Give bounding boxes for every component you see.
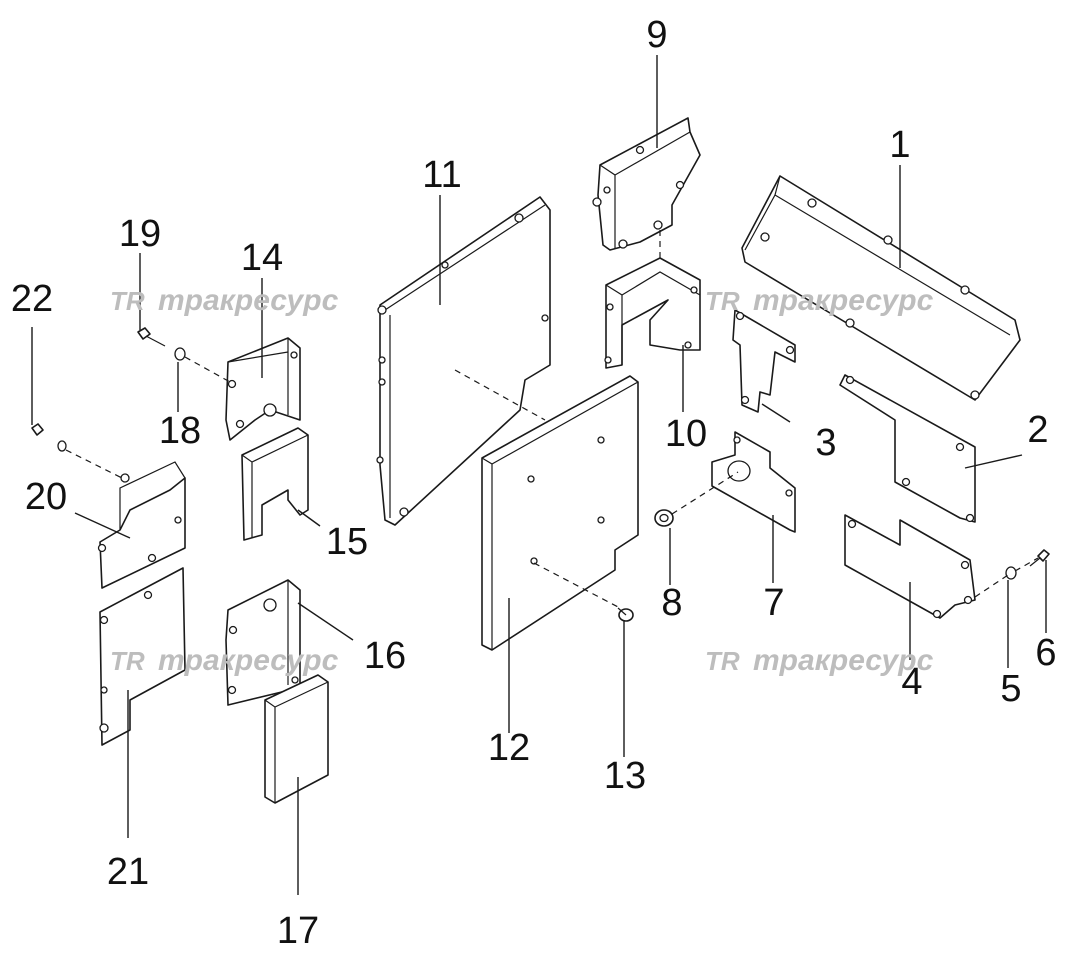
watermark-4: TR тракресурс bbox=[705, 644, 934, 677]
svg-text:TR: TR bbox=[705, 286, 740, 316]
part-1-top-cover bbox=[741, 175, 1021, 401]
callout-10: 10 bbox=[665, 413, 707, 455]
part-6-screw bbox=[1029, 549, 1050, 567]
svg-text:TR: TR bbox=[110, 286, 145, 316]
svg-text:тракресурс: тракресурс bbox=[158, 284, 339, 317]
part-2-side-plate bbox=[839, 374, 976, 523]
callout-15: 15 bbox=[326, 521, 368, 563]
svg-text:тракресурс: тракресурс bbox=[158, 644, 339, 677]
watermark-3: TR тракресурс bbox=[110, 644, 339, 677]
part-3-bracket bbox=[732, 309, 796, 413]
part-18-washer bbox=[174, 347, 186, 361]
part-17-clamp-block bbox=[264, 674, 329, 804]
part-15-clamp-block bbox=[241, 427, 309, 541]
callout-16: 16 bbox=[364, 635, 406, 677]
part-10-side-bracket bbox=[604, 257, 701, 369]
callout-12: 12 bbox=[488, 727, 530, 769]
svg-text:тракресурс: тракресурс bbox=[753, 644, 934, 677]
part-9-upper-bracket bbox=[592, 117, 701, 251]
svg-text:тракресурс: тракресурс bbox=[753, 284, 934, 317]
callout-13: 13 bbox=[604, 755, 646, 797]
part-22-screw bbox=[31, 423, 67, 452]
callout-20: 20 bbox=[25, 476, 67, 518]
callout-22: 22 bbox=[11, 278, 53, 320]
callout-5: 5 bbox=[1000, 668, 1021, 710]
callout-2: 2 bbox=[1027, 409, 1048, 451]
part-11-large-panel bbox=[376, 196, 551, 526]
callout-21: 21 bbox=[107, 851, 149, 893]
callout-4: 4 bbox=[901, 661, 922, 703]
callout-17: 17 bbox=[277, 910, 319, 952]
part-16-mount-bracket bbox=[225, 579, 301, 706]
callout-3: 3 bbox=[815, 422, 836, 464]
callout-9: 9 bbox=[646, 14, 667, 56]
part-12-thick-block bbox=[481, 375, 639, 651]
svg-text:TR: TR bbox=[705, 646, 740, 676]
callout-7: 7 bbox=[763, 582, 784, 624]
part-21-base-plate bbox=[99, 567, 186, 746]
callout-19: 19 bbox=[119, 213, 161, 255]
callout-1: 1 bbox=[889, 124, 910, 166]
callout-18: 18 bbox=[159, 410, 201, 452]
part-13-bolt bbox=[617, 607, 634, 622]
callout-8: 8 bbox=[661, 582, 682, 624]
part-14-mount-bracket bbox=[225, 337, 301, 441]
callout-14: 14 bbox=[241, 237, 283, 279]
svg-text:TR: TR bbox=[110, 646, 145, 676]
part-19-screw bbox=[137, 327, 166, 347]
part-8-grommet bbox=[654, 509, 674, 527]
callout-6: 6 bbox=[1035, 632, 1056, 674]
callout-labels: 1 2 3 4 5 6 7 8 9 10 11 12 13 14 15 16 1… bbox=[11, 14, 1057, 952]
callout-11: 11 bbox=[422, 154, 461, 196]
part-7-plate-with-hole bbox=[711, 431, 796, 533]
part-4-lower-plate bbox=[844, 514, 976, 619]
watermark-1: TR тракресурс bbox=[110, 284, 339, 317]
part-20-angle-plate bbox=[97, 461, 186, 589]
leader-lines bbox=[31, 55, 1047, 895]
watermark-2: TR тракресурс bbox=[705, 284, 934, 317]
part-5-washer bbox=[1005, 566, 1017, 580]
